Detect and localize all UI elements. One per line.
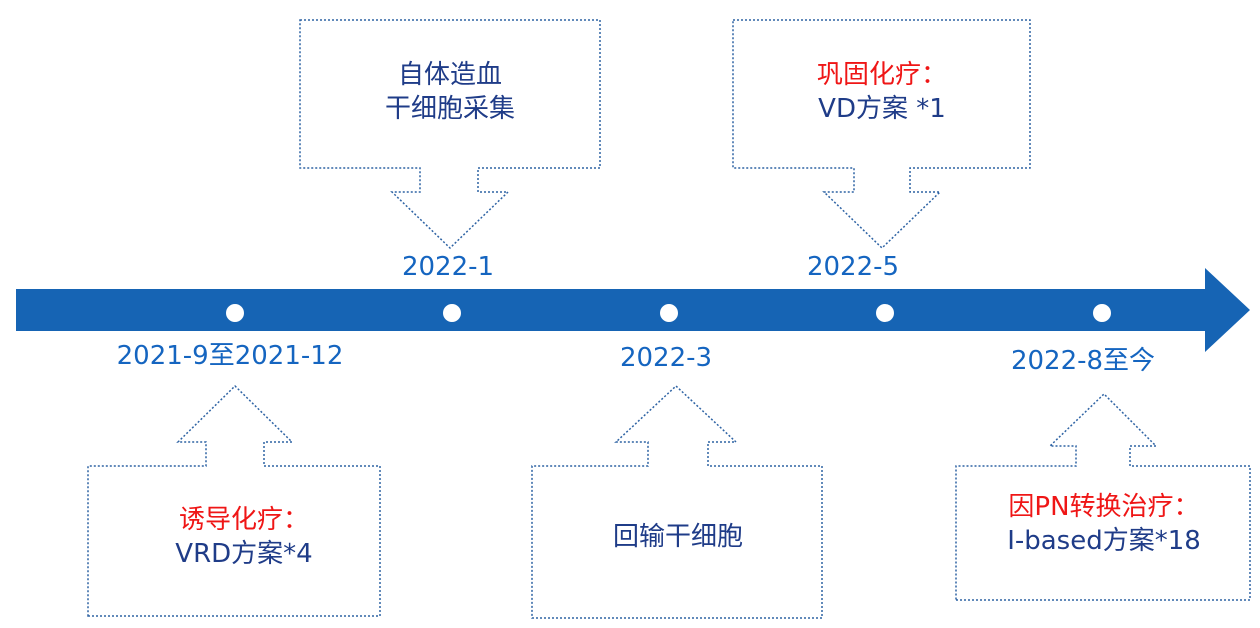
callout-line: 干细胞采集 bbox=[384, 94, 516, 124]
milestone-date-2: 2022-1 bbox=[401, 252, 495, 282]
milestone-date-1: 2021-9至2021-12 bbox=[116, 341, 344, 371]
callout-line: I-based方案*18 bbox=[1007, 526, 1201, 556]
callout-heading: 因PN转换治疗： bbox=[1008, 492, 1200, 522]
milestone-dot bbox=[1091, 302, 1113, 324]
callout-pn-switch-text: 因PN转换治疗： I-based方案*18 bbox=[1007, 490, 1201, 558]
milestone-date-3: 2022-3 bbox=[619, 343, 713, 373]
callout-consolidation bbox=[732, 19, 1031, 250]
callout-stem-cell-collection-text: 自体造血 干细胞采集 bbox=[385, 58, 515, 126]
milestone-dot bbox=[658, 302, 680, 324]
callout-consolidation-text: 巩固化疗： VD方案 *1 bbox=[817, 58, 947, 126]
callout-reinfusion bbox=[531, 384, 823, 619]
callout-induction bbox=[87, 384, 381, 617]
milestone-dot bbox=[441, 302, 463, 324]
callout-heading: 巩固化疗： bbox=[816, 60, 948, 90]
milestone-dot bbox=[224, 302, 246, 324]
callout-line: VRD方案*4 bbox=[175, 539, 313, 569]
callout-induction-text: 诱导化疗： VRD方案*4 bbox=[175, 503, 312, 571]
milestone-dot bbox=[874, 302, 896, 324]
milestone-date-4: 2022-5 bbox=[806, 252, 900, 282]
callout-heading: 诱导化疗： bbox=[178, 505, 310, 535]
callout-stem-cell-collection bbox=[299, 19, 601, 250]
callout-line: VD方案 *1 bbox=[818, 94, 946, 124]
timeline-arrow bbox=[16, 268, 1250, 352]
callout-line: 回输干细胞 bbox=[612, 522, 744, 552]
callout-reinfusion-text: 回输干细胞 bbox=[613, 520, 743, 554]
callout-pn-switch bbox=[955, 392, 1251, 601]
callout-line: 自体造血 bbox=[397, 60, 503, 90]
milestone-date-5: 2022-8至今 bbox=[1010, 346, 1156, 376]
